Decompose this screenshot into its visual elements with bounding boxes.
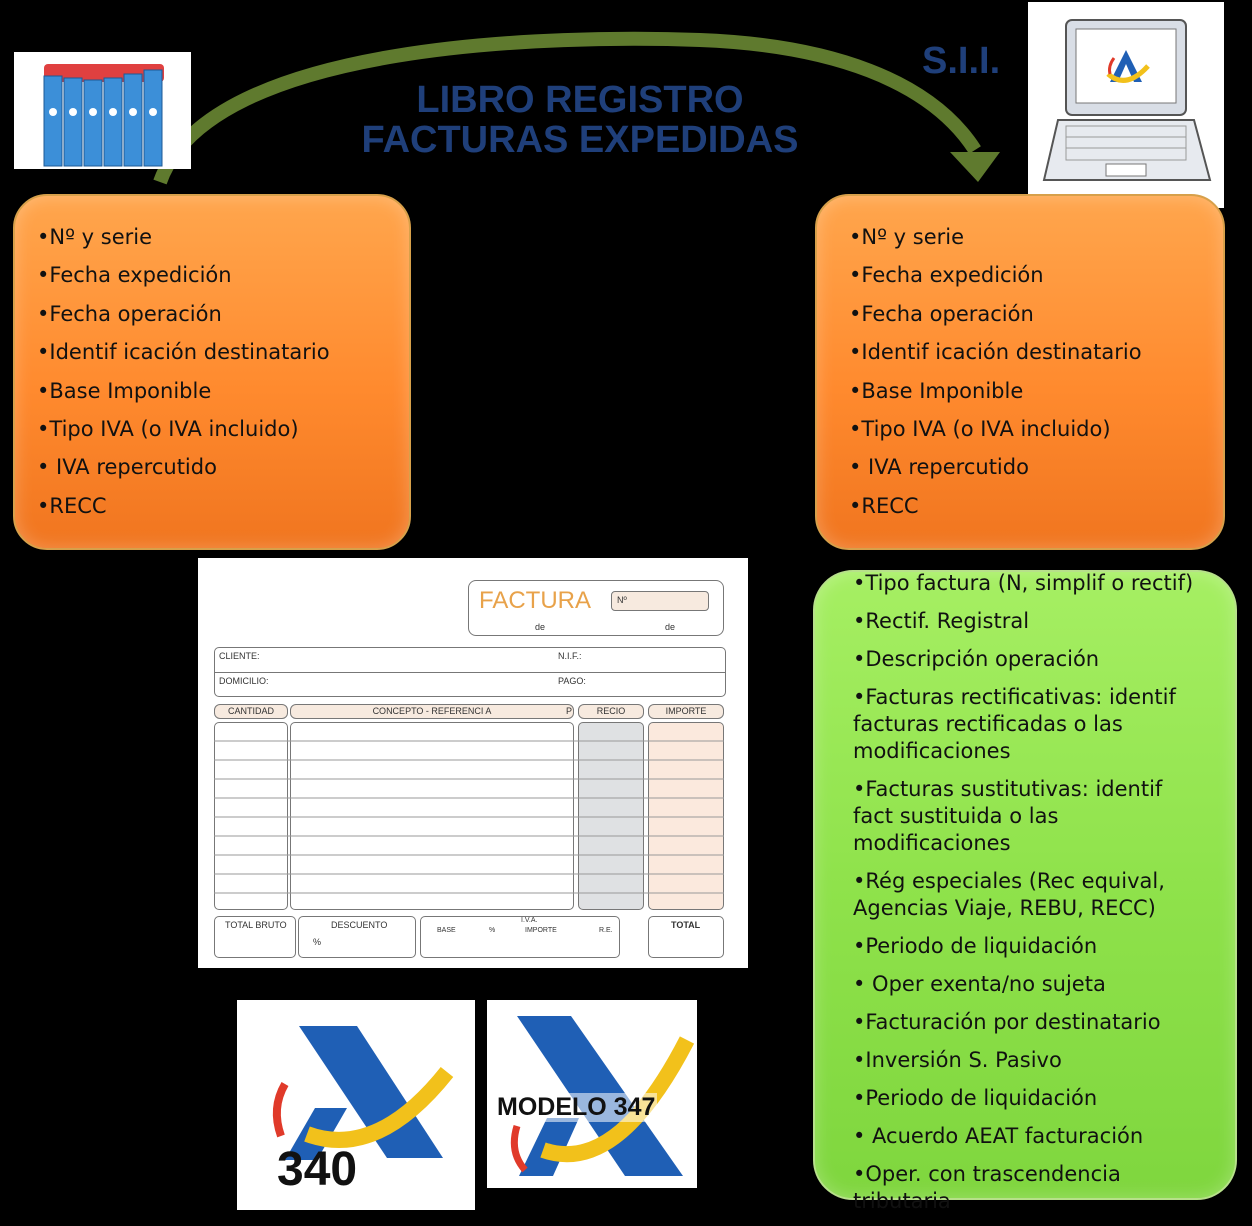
right-field-item: •Base Imponible [849, 378, 1024, 403]
sii-extra-fields-list: •Tipo factura (N, simplif o rectif) •Rect… [853, 570, 1203, 1226]
header-p: P [566, 706, 573, 716]
right-field-item: •Identif icación destinatario [849, 340, 1142, 365]
sii-extra-fields-box: •Tipo factura (N, simplif o rectif) •Rect… [813, 570, 1237, 1213]
invoice-number-label: Nº [617, 595, 627, 605]
iva-base: BASE [437, 927, 456, 934]
title-line2: FACTURAS EXPEDIDAS [361, 119, 799, 161]
header-cantidad: CANTIDAD [214, 704, 288, 719]
header-concepto: CONCEPTO - REFERENCI A [290, 704, 574, 719]
descuento-box: DESCUENTO % [298, 916, 416, 958]
laptop-icon [1042, 19, 1212, 181]
left-fields-list: •Nº y serie •Fecha expedición •Fecha opera… [37, 218, 330, 525]
header-precio: RECIO [578, 704, 644, 719]
pago-label: PAGO: [558, 676, 586, 686]
left-field-item: •Identif icación destinatario [37, 340, 330, 365]
invoice-de-1: de [535, 622, 546, 632]
right-field-item: •Fecha expedición [849, 263, 1044, 288]
sii-field-item: •Tipo factura (N, simplif o rectif) [853, 571, 1194, 595]
binders-icon [43, 64, 164, 167]
invoice-title: FACTURA [479, 587, 592, 614]
sii-field-item: •Periodo de liquidación [853, 1086, 1098, 1110]
invoice-de-2: de [665, 622, 676, 632]
cantidad-column [214, 722, 288, 910]
total-bruto-box: TOTAL BRUTO [214, 916, 296, 958]
modelo-347-text: MODELO 347 [495, 1093, 658, 1122]
right-field-item: • IVA repercutido [849, 455, 1029, 480]
laptop-image [1028, 2, 1224, 208]
aeat-logo-icon [272, 1026, 454, 1160]
invoice-header-box: FACTURA Nº de de [468, 580, 724, 636]
sii-field-item: •Rég especiales (Rec equival, Agencias V… [853, 869, 1165, 920]
left-fields-box: •Nº y serie •Fecha expedición •Fecha opera… [13, 194, 411, 550]
iva-importe: IMPORTE [525, 927, 557, 934]
header-importe: IMPORTE [648, 704, 724, 719]
invoice-row-lines [214, 740, 724, 894]
sii-label: S.I.I. [922, 40, 1001, 82]
concepto-column [290, 722, 574, 910]
total-bruto-label: TOTAL BRUTO [225, 920, 287, 930]
precio-column [578, 722, 644, 910]
descuento-pct: % [313, 937, 322, 947]
left-field-item: • IVA repercutido [37, 455, 217, 480]
sii-field-item: •Descripción operación [853, 647, 1100, 671]
descuento-label: DESCUENTO [331, 920, 388, 930]
iva-pct: % [489, 927, 496, 934]
sii-field-item: •Inversión S. Pasivo [853, 1048, 1062, 1072]
total-box: TOTAL [648, 916, 724, 958]
sii-field-item: • Acuerdo AEAT facturación [853, 1124, 1144, 1148]
left-field-item: •Fecha operación [37, 301, 222, 326]
modelo-340-text: 340 [277, 1143, 358, 1196]
sii-field-item: • Oper exenta/no sujeta [853, 972, 1106, 996]
iva-re: R.E. [599, 927, 613, 934]
right-field-item: •Fecha operación [849, 301, 1034, 326]
flow-arrow [153, 31, 1000, 185]
iva-label: I.V.A. [521, 917, 538, 924]
importe-column [648, 722, 724, 910]
sii-field-item: •Facturación por destinatario [853, 1010, 1161, 1034]
right-fields-list: •Nº y serie •Fecha expedición •Fecha opera… [849, 218, 1142, 525]
left-field-item: •RECC [37, 493, 107, 518]
nif-label: N.I.F.: [558, 651, 582, 661]
total-label: TOTAL [671, 920, 701, 930]
sii-field-item: •Oper. con trascendencia tributaria [853, 1162, 1121, 1213]
left-field-item: •Nº y serie [37, 225, 153, 249]
right-fields-box: •Nº y serie •Fecha expedición •Fecha opera… [815, 194, 1225, 550]
right-field-item: •RECC [849, 493, 919, 518]
right-field-item: •Tipo IVA (o IVA incluido) [849, 416, 1111, 441]
right-field-item: •Nº y serie [849, 225, 965, 249]
left-field-item: •Tipo IVA (o IVA incluido) [37, 416, 299, 441]
diagram-title: LIBRO REGISTRO FACTURAS EXPEDIDAS [300, 80, 860, 160]
left-field-item: •Base Imponible [37, 378, 212, 403]
modelo-347-logo: MODELO 347 [487, 1000, 697, 1188]
sii-field-item: •Rectif. Registral [853, 609, 1030, 633]
domicilio-label: DOMICILIO: [219, 676, 269, 686]
iva-box: I.V.A. BASE % IMPORTE R.E. [420, 916, 620, 958]
modelo-340-logo: 340 [237, 1000, 475, 1210]
client-label: CLIENTE: [219, 651, 260, 661]
sii-field-item: •Periodo de liquidación [853, 934, 1098, 958]
invoice-number-field: Nº [611, 591, 709, 611]
sii-field-item: •Facturas rectificativas: identif factur… [853, 685, 1176, 763]
invoice-image: FACTURA Nº de de CLIENTE: N.I.F.: DOMICI… [198, 558, 748, 968]
binders-image [14, 52, 191, 169]
client-box: CLIENTE: N.I.F.: DOMICILIO: PAGO: [214, 647, 726, 697]
title-line1: LIBRO REGISTRO [416, 79, 744, 121]
sii-field-item: •Facturas sustitutivas: identif fact sus… [853, 777, 1163, 855]
left-field-item: •Fecha expedición [37, 263, 232, 288]
